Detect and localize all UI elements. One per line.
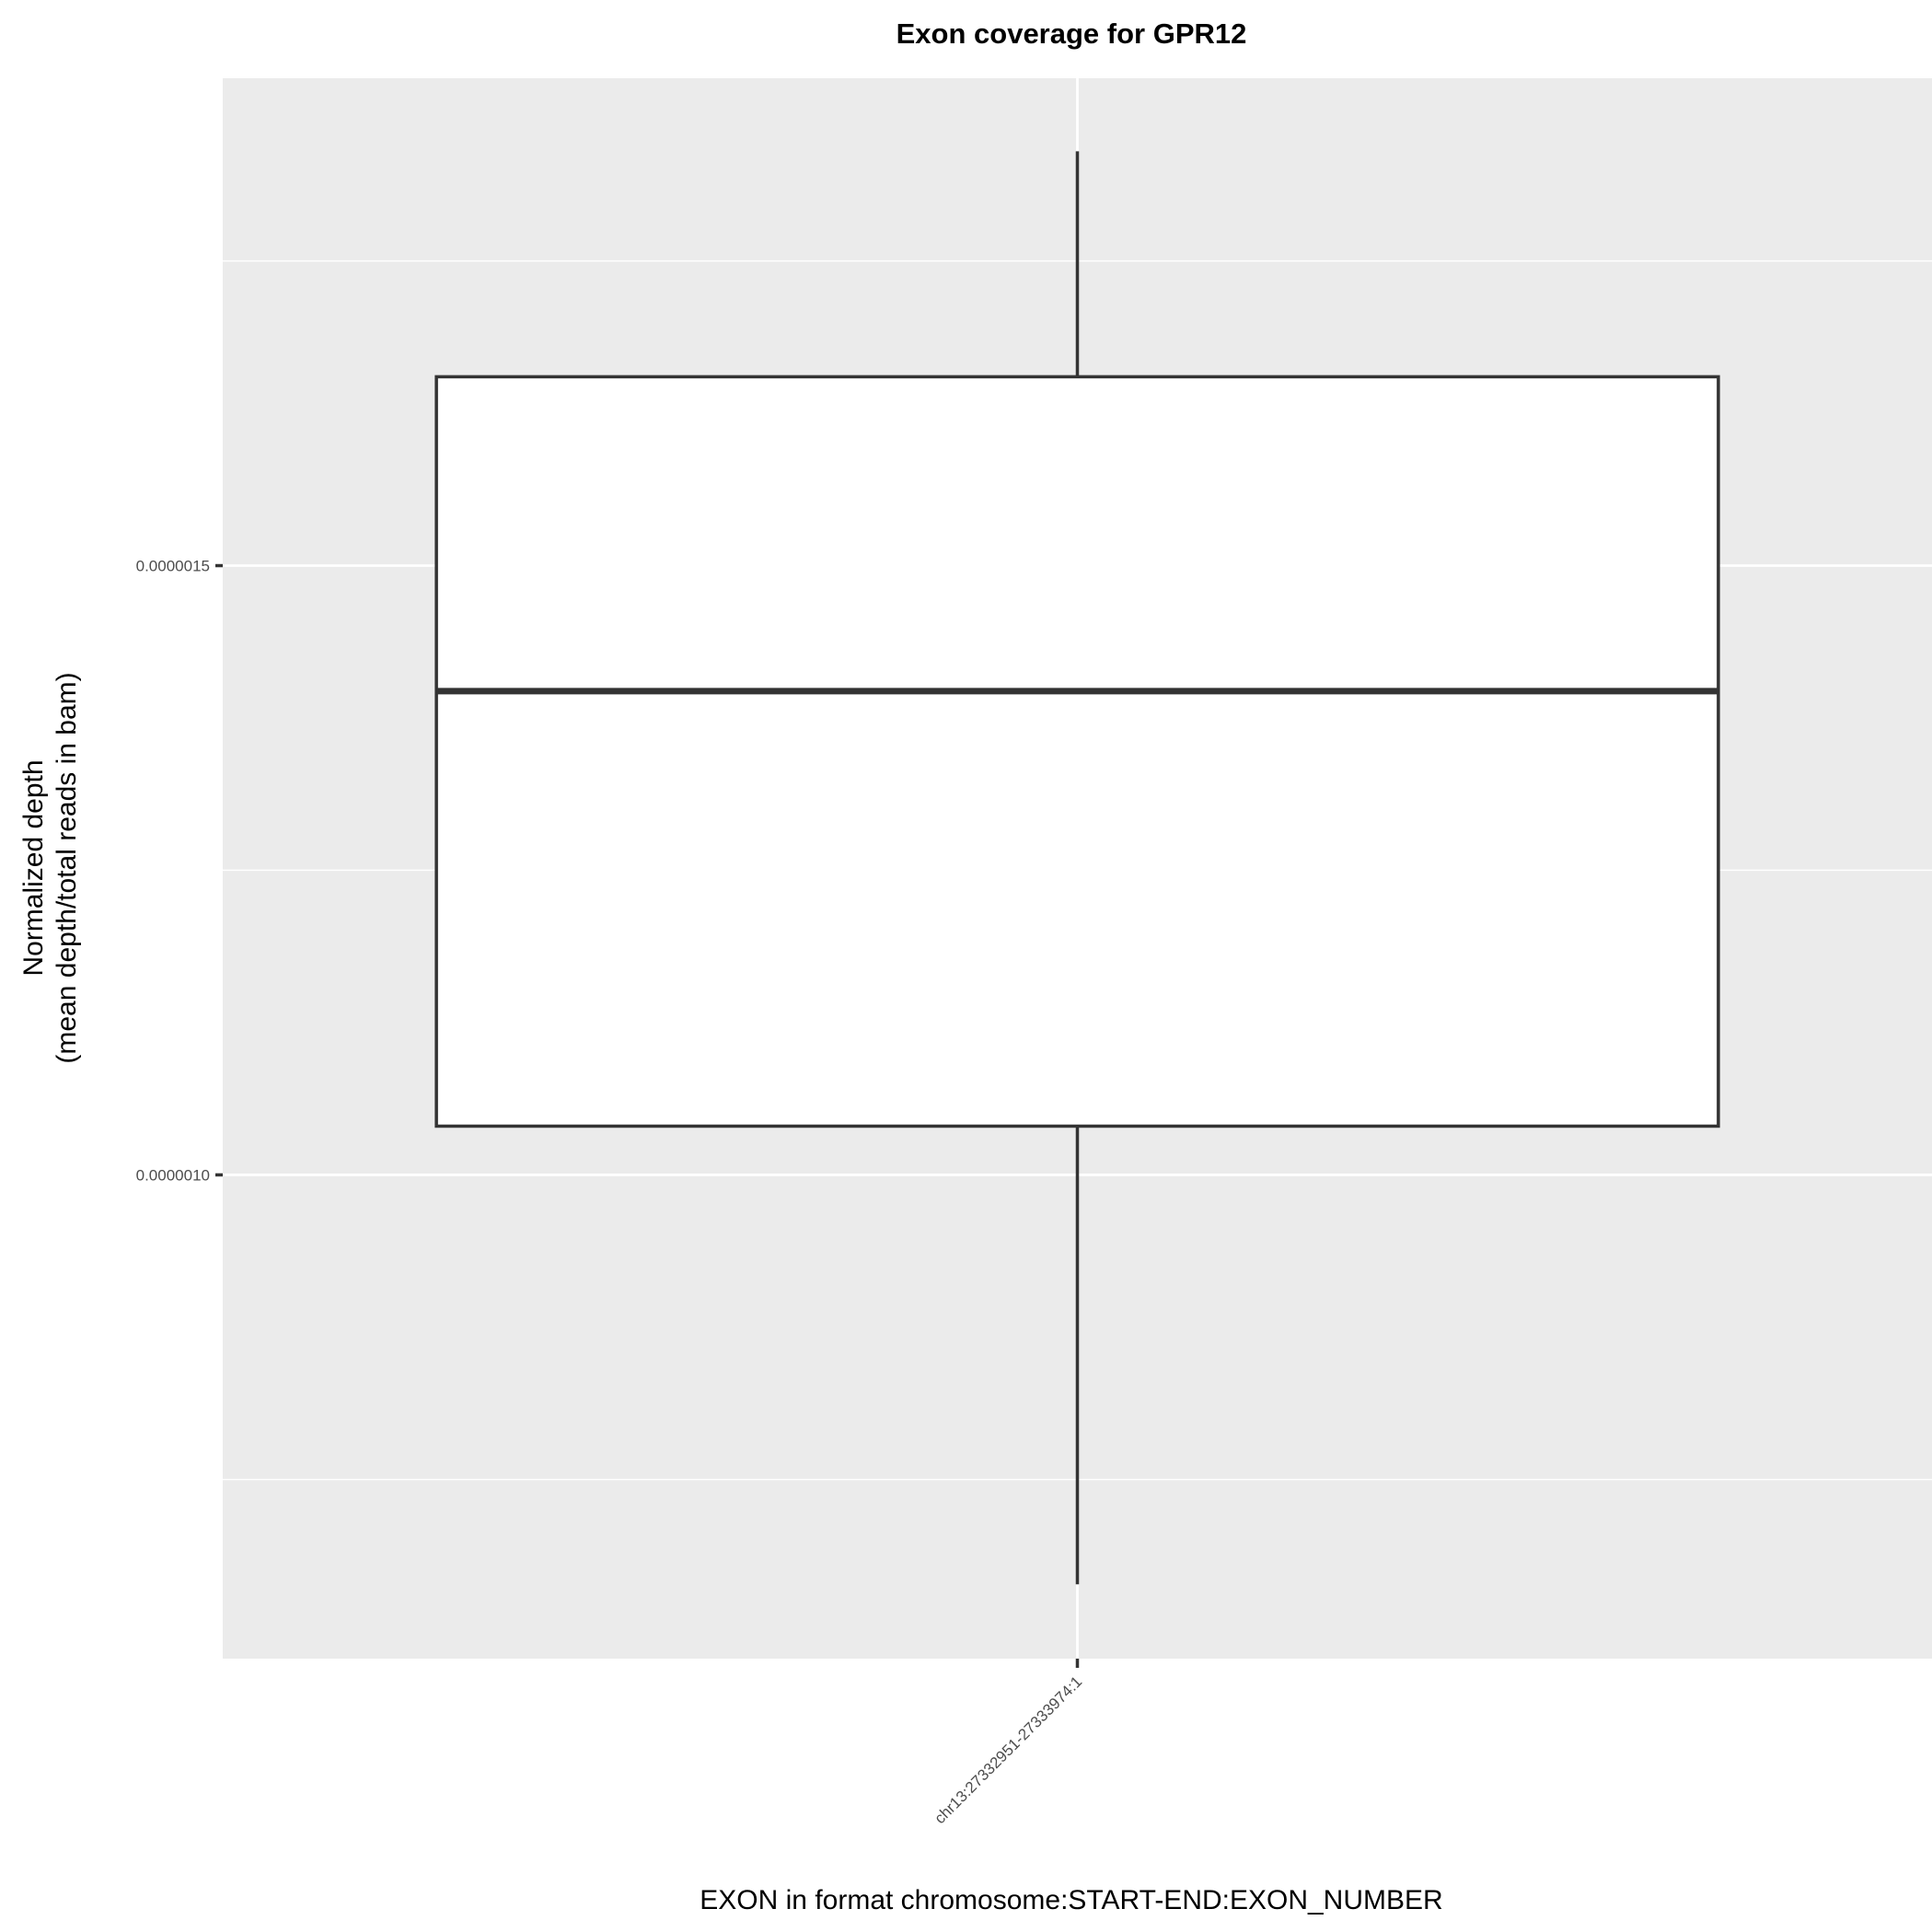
y-axis: 0.0000010 0.0000015 xyxy=(136,558,223,1184)
box-iqr xyxy=(434,375,1720,1128)
x-axis: chr13:27332951-27333974:1 xyxy=(931,1659,1085,1827)
chart-title: Exon coverage for GPR12 xyxy=(897,17,1247,50)
y-axis-title-line-2: (mean depth/total reads in bam) xyxy=(52,672,82,1063)
y-tick-label: 0.0000015 xyxy=(136,558,210,575)
y-tick-label: 0.0000010 xyxy=(136,1166,210,1184)
box-layer xyxy=(434,151,1720,1585)
x-axis-title: EXON in format chromosome:START-END:EXON… xyxy=(700,1885,1442,1915)
y-axis-title-line-1: Normalized depth xyxy=(18,759,49,976)
x-tick-label: chr13:27332951-27333974:1 xyxy=(931,1672,1085,1827)
